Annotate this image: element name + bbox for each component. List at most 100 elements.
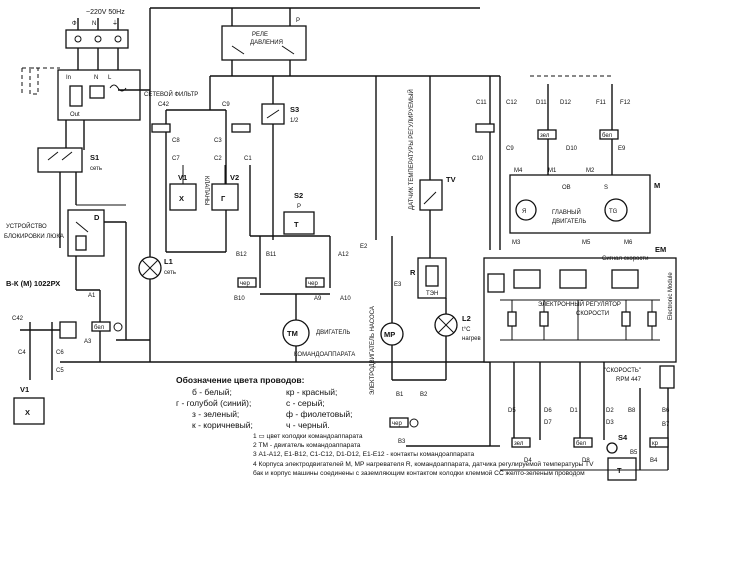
- main-motor-ref: M: [654, 181, 660, 190]
- door-lock-ref: D: [94, 213, 100, 222]
- pin-m4: M4: [514, 168, 523, 174]
- pin-c2: C2: [214, 156, 222, 162]
- supply-voltage-label: ~220V 50Hz: [86, 9, 125, 16]
- variant-valve-body: [13, 397, 45, 425]
- pin-f12: F12: [620, 100, 631, 106]
- rfi-pin-out: Out: [70, 112, 80, 118]
- main-motor-label-1: ГЛАВНЫЙ: [552, 208, 581, 216]
- legend-white: б - белый;: [192, 387, 232, 397]
- main-switch-body: [37, 147, 83, 173]
- switch-s3: S3 1/2: [261, 76, 299, 240]
- pin-c1: C1: [244, 156, 252, 162]
- heat-lamp-ref: L2: [462, 314, 471, 323]
- pin-e3: E3: [394, 282, 402, 288]
- pin-d8: D8: [582, 458, 590, 464]
- drain-pump: E2 MP ЭЛЕКТРОДВИГАТЕЛЬ НАСОСА E3: [360, 76, 404, 395]
- rfi-pin-in: In: [66, 75, 71, 81]
- lamp-l1: L1 сеть: [138, 256, 176, 280]
- rfi-pin-l: L: [108, 75, 112, 81]
- em-label-2: СКОРОСТИ: [576, 311, 609, 317]
- pin-c9-right: C9: [506, 146, 514, 152]
- speed-button-body: [659, 365, 675, 389]
- speed-button-sub: RPM 447: [616, 377, 642, 383]
- svg-text:T: T: [294, 220, 299, 229]
- note-4b: бак и корпус машины соединены с заземляю…: [253, 469, 585, 477]
- switch-s3-label: 1/2: [290, 118, 299, 124]
- thermostat-ref: TV: [446, 175, 456, 184]
- rfi-label: СЕТЕВОЙ ФИЛЬТР: [144, 90, 198, 98]
- valve-v2-ref: V2: [230, 173, 239, 182]
- note-2: 2 ТМ - двигатель командоаппарата: [253, 442, 361, 450]
- drain-pump-label: ЭЛЕКТРОДВИГАТЕЛЬ НАСОСА: [370, 306, 376, 395]
- pin-e9: E9: [618, 146, 626, 152]
- pin-m3: M3: [512, 240, 521, 246]
- heater: ТЭН R: [410, 257, 447, 299]
- schematic-notes: 1 ▭ цвет колодки командоаппарата 2 ТМ - …: [253, 432, 594, 478]
- em-side-label: Electronic Module: [668, 272, 674, 320]
- pin-d10: D10: [566, 146, 578, 152]
- main-switch: S1 сеть: [37, 147, 102, 205]
- pin-d12: D12: [560, 100, 572, 106]
- pin-d2: D2: [606, 408, 614, 414]
- conn-tag-tm-right-label: чер: [308, 281, 318, 287]
- timer-motor-ref: TM: [287, 329, 298, 338]
- legend-violet: ф - фиолетовый;: [286, 409, 353, 419]
- note-1: 1 ▭ цвет колодки командоаппарата: [253, 433, 363, 440]
- right-top-pins: C11 C12 C10 C9 D11 D12 F11 F12 зел бел D…: [472, 75, 631, 250]
- pin-b6: B6: [662, 408, 670, 414]
- variant-valve-ref: V1: [20, 385, 29, 394]
- main-motor-armature: [515, 199, 537, 221]
- pressure-relay-label-1: РЕЛЕ: [252, 32, 268, 38]
- pin-b11: B11: [266, 252, 277, 258]
- conn-tag-f-label: бел: [602, 133, 613, 139]
- main-motor-tg: TG: [609, 209, 618, 215]
- conn-tag-d-label: зел: [540, 133, 550, 139]
- conn-tag-bottom: [389, 417, 409, 428]
- conn-tag-f: [599, 129, 619, 140]
- legend-red: кр - красный;: [286, 387, 338, 397]
- pin-d4: D4: [524, 458, 532, 464]
- left-connectors: A1 A3 бел: [84, 293, 123, 345]
- conn-tag-tm-left: [237, 277, 257, 288]
- conn-tag-s2-label: бел: [576, 441, 587, 447]
- legend-title: Обозначение цвета проводов:: [176, 375, 305, 385]
- main-motor-label-2: ДВИГАТЕЛЬ: [552, 219, 586, 225]
- pin-e2: E2: [360, 244, 368, 250]
- supply-ground-label: ⏚: [112, 20, 118, 27]
- conn-tag-s1-label: зел: [514, 441, 524, 447]
- pin-d7: D7: [544, 420, 552, 426]
- main-motor-frame: [509, 174, 651, 234]
- variant-block: В-К (М) 1022РХ C42 C4 C6 C5 V1 X: [6, 279, 77, 425]
- pin-b8: B8: [628, 408, 636, 414]
- legend-gray: с - серый;: [286, 398, 325, 408]
- heater-ref: R: [410, 268, 416, 277]
- valves-label: КЛАПАНЫ: [203, 176, 209, 205]
- heat-lamp: L2 t°C нагрев: [434, 298, 481, 380]
- heat-lamp-unit: t°C: [462, 327, 471, 333]
- conn-tag-left: [91, 321, 111, 332]
- conn-tag-tm-right: [305, 277, 325, 288]
- valve-v1-symbol: X: [179, 194, 184, 203]
- valve-v1-body: [169, 183, 197, 211]
- variant-valve-symbol: X: [25, 408, 30, 417]
- lamp-l1-label: сеть: [164, 270, 176, 276]
- switch-s2-body: [283, 211, 315, 235]
- pin-m5: M5: [582, 240, 591, 246]
- door-lock-label-2: БЛОКИРОВКИ ЛЮКА: [4, 234, 64, 240]
- pressure-relay-label-2: ДАВЛЕНИЯ: [250, 40, 283, 46]
- legend-brown: к - коричневый;: [192, 420, 253, 430]
- pin-b1: B1: [396, 392, 404, 398]
- pin-c8: C8: [172, 138, 180, 144]
- pressure-relay: РЕЛЕ ДАВЛЕНИЯ P: [209, 8, 500, 110]
- conn-tag-s2: [573, 437, 593, 448]
- legend-black: ч - черный.: [286, 420, 330, 430]
- lamp-l1-ref: L1: [164, 257, 173, 266]
- switch-s3-ref: S3: [290, 105, 299, 114]
- variant-pin-c4: C4: [18, 350, 26, 356]
- switch-s2-label: P: [297, 204, 301, 210]
- door-lock: УСТРОЙСТВО БЛОКИРОВКИ ЛЮКА D: [4, 209, 127, 340]
- conn-tag-s3: [649, 437, 669, 448]
- conn-tag-tm-left-label: чер: [240, 281, 250, 287]
- note-3: 3 А1-А12, Е1-В12, С1-С12, D1-D12, Е1-Е12…: [253, 451, 475, 459]
- pin-b5: B5: [630, 450, 638, 456]
